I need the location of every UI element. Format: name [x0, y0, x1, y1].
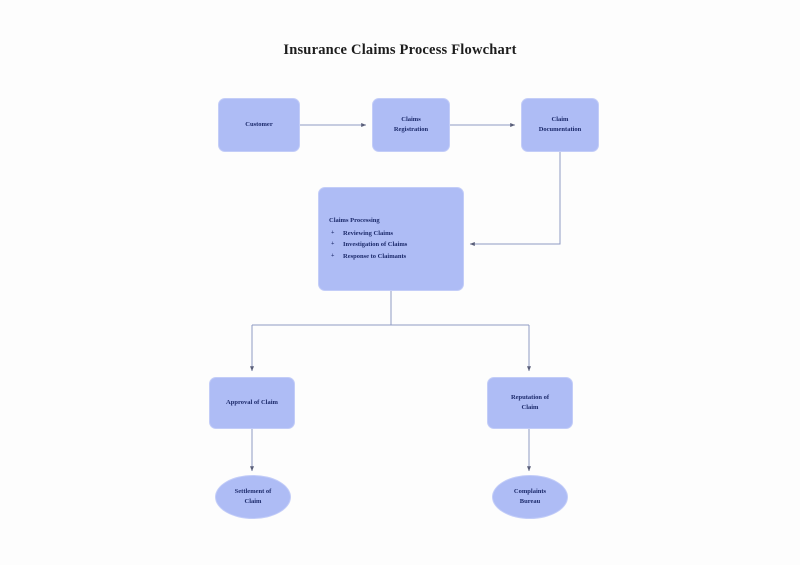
node-claims-processing-list: + Reviewing Claims + Investigation of Cl…	[329, 228, 407, 262]
node-claims-processing-content: Claims Processing + Reviewing Claims + I…	[329, 216, 407, 262]
node-reputation-of-claim[interactable]: Reputation of Claim	[487, 377, 573, 429]
node-claims-registration-line1: Claims	[401, 115, 421, 123]
node-claim-documentation[interactable]: Claim Documentation	[521, 98, 599, 152]
node-claim-documentation-label: Claim Documentation	[535, 115, 586, 135]
node-reputation-of-claim-line1: Reputation of	[510, 393, 550, 401]
node-reputation-of-claim-label: Reputation of Claim	[507, 393, 553, 413]
bullet-icon: +	[331, 230, 335, 237]
list-item-label: Reviewing Claims	[343, 230, 394, 238]
list-item-label: Investigation of Claims	[343, 241, 408, 249]
bullet-icon: +	[331, 241, 335, 248]
node-claims-processing-heading: Claims Processing	[329, 217, 380, 224]
node-settlement-of-claim[interactable]: Settlement of Claim	[215, 475, 291, 519]
edge-documentation-to-processing	[469, 152, 561, 246]
node-customer[interactable]: Customer	[218, 98, 300, 152]
bullet-icon: +	[331, 252, 335, 259]
node-complaints-bureau-line2: Bureau	[519, 498, 541, 505]
node-reputation-of-claim-line2: Claim	[521, 404, 539, 411]
node-settlement-of-claim-label: Settlement of Claim	[231, 487, 276, 507]
list-item: + Investigation of Claims	[329, 239, 407, 250]
list-item: + Response to Claimants	[329, 251, 407, 262]
node-claims-registration[interactable]: Claims Registration	[372, 98, 450, 152]
node-claims-processing[interactable]: Claims Processing + Reviewing Claims + I…	[318, 187, 464, 291]
node-complaints-bureau-line1: Complaints	[513, 487, 547, 495]
list-item: + Reviewing Claims	[329, 228, 407, 239]
node-complaints-bureau[interactable]: Complaints Bureau	[492, 475, 568, 519]
node-customer-label: Customer	[245, 120, 273, 128]
node-complaints-bureau-label: Complaints Bureau	[510, 487, 550, 507]
node-settlement-of-claim-line1: Settlement of	[234, 487, 272, 495]
node-claims-registration-label: Claims Registration	[390, 115, 432, 135]
node-claims-registration-line2: Registration	[393, 126, 429, 133]
node-claim-documentation-line2: Documentation	[538, 126, 582, 133]
list-item-label: Response to Claimants	[343, 252, 407, 260]
node-claim-documentation-line1: Claim	[551, 115, 569, 123]
node-approval-of-claim[interactable]: Approval of Claim	[209, 377, 295, 429]
page-title: Insurance Claims Process Flowchart	[283, 42, 517, 58]
node-approval-of-claim-label: Approval of Claim	[226, 398, 278, 406]
node-settlement-of-claim-line2: Claim	[244, 498, 262, 505]
